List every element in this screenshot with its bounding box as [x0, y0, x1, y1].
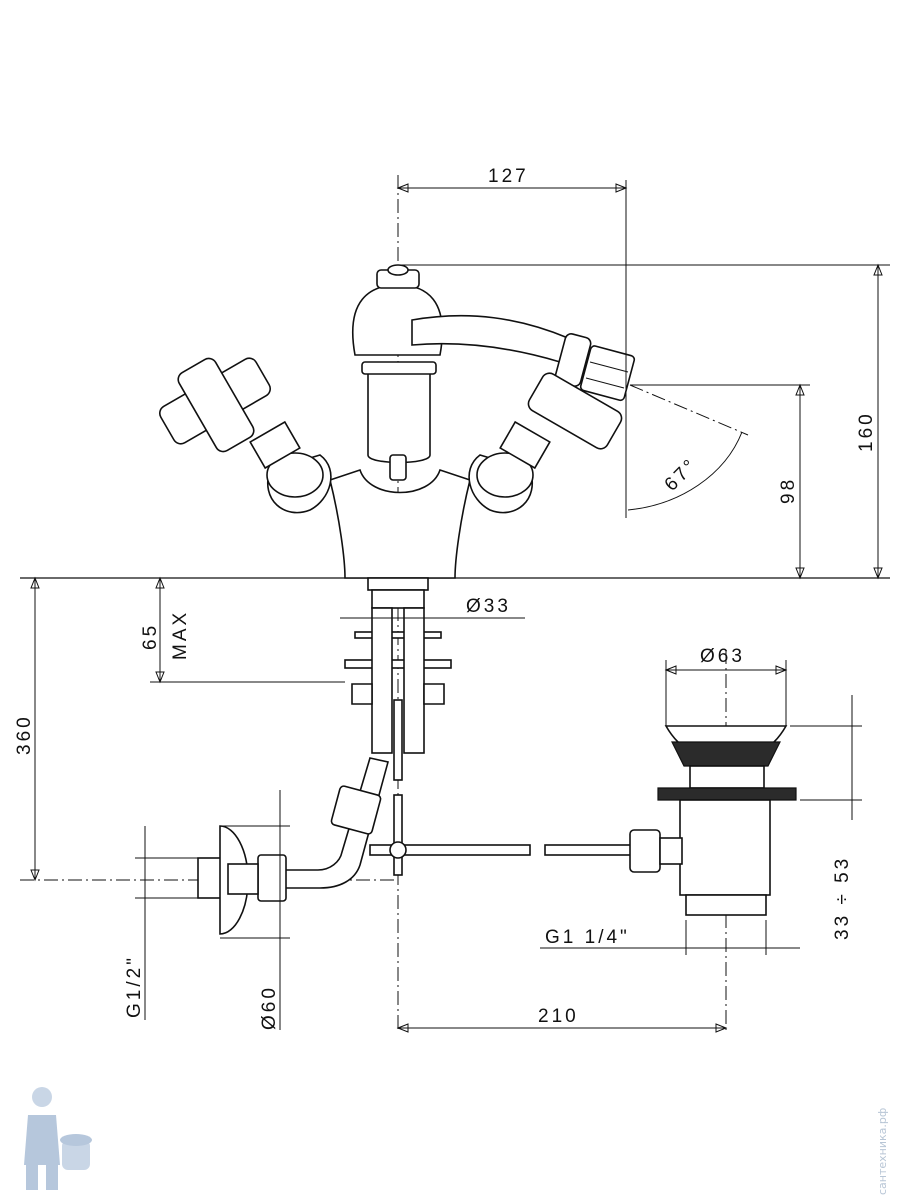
dim-clamp-max-value: 65 [140, 623, 161, 650]
dimension-lines [30, 180, 890, 1033]
mounting-hardware [344, 577, 452, 876]
dim-total-depth: 360 [14, 714, 35, 755]
dim-waste-distance: 210 [538, 1006, 579, 1027]
dim-waste-diameter: Ø63 [700, 646, 745, 667]
waste-assembly [629, 725, 797, 916]
faucet-spout [411, 314, 636, 402]
dim-spray-angle: 67° [661, 454, 703, 496]
left-handle [158, 357, 332, 514]
dim-waste-range: 33 ÷ 53 [832, 856, 853, 940]
dim-spout-reach: 127 [488, 166, 529, 187]
supply-hose [197, 757, 389, 935]
dim-thread-diameter: Ø33 [466, 596, 511, 617]
faucet-body [329, 264, 471, 579]
dim-escutcheon-diameter: Ø60 [259, 985, 280, 1030]
dim-overall-height: 160 [856, 411, 877, 452]
right-handle [468, 372, 623, 514]
dim-supply-thread: G1/2" [124, 955, 145, 1018]
dim-waste-thread: G1 1/4" [545, 927, 630, 948]
dim-clamp-max-unit: MAX [170, 610, 191, 660]
popup-rod [369, 841, 636, 859]
dim-spout-height: 98 [778, 477, 799, 504]
watermark-text: сантехника.рф [876, 1108, 889, 1195]
plumber-logo-icon [24, 1087, 92, 1190]
